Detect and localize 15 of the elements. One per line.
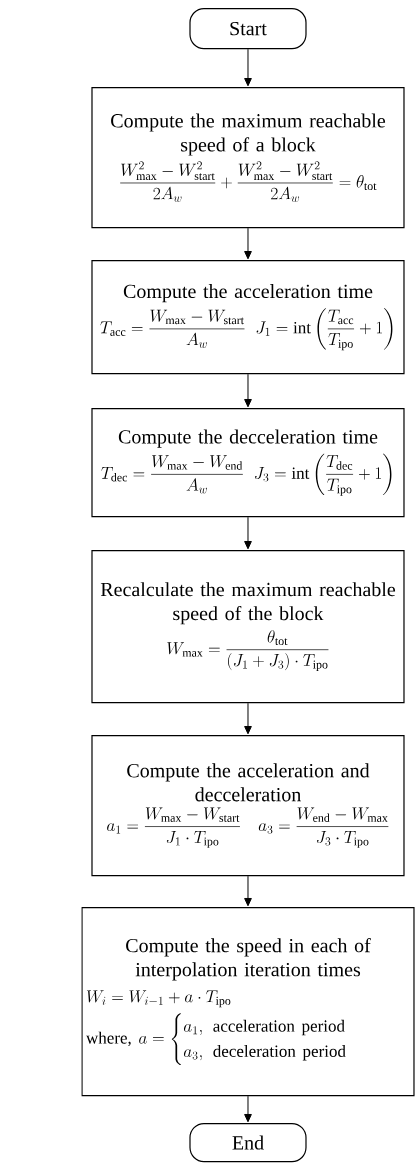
arrow — [244, 516, 252, 550]
process-box: Compute the acceleration and decceleration $a_{1}=\frac{W_{\mathrm{max}}-W_{\mathrm{start}}}{J_{1}\cdot T_{\mathrm{ipo}}}\quad a_{3}=\frac{W_{\mathrm{end}}-W_{\mathrm{max}}}{J_{3}\cdot T_{\mathrm{ipo}}}$ — [91, 735, 405, 877]
process-box: Compute the decceleration time $T_{\mathrm{dec}}=\frac{W_{\mathrm{max}}-W_{\mathrm{end}}}{A_{w}}\;\; J_{3}=\mathrm{int}\left(\frac{T_{\mathrm{dec}}}{T_{\mathrm{ipo}}}+1\right)$ — [91, 408, 405, 518]
arrow — [244, 48, 252, 87]
arrow — [244, 1095, 252, 1123]
process-box: Compute the acceleration time $T_{\mathrm{acc}}=\frac{W_{\mathrm{max}}-W_{\mathrm{start}}}{A_{w}}\;\; J_{1}=\mathrm{int}\left(\frac{T_{\mathrm{acc}}}{T_{\mathrm{ipo}}}+1\right)$ — [91, 260, 405, 375]
arrow — [244, 227, 252, 260]
terminal-box: Start — [189, 8, 307, 50]
terminal-box: End — [189, 1123, 307, 1163]
process-box: Compute the maximum reachable speed of a block $\frac{W_{\mathrm{max}}^{2}-W_{\mathrm{start}}^{2}}{2A_{w}}+\frac{W_{\mathrm{max}}^{2}-W_{\mathrm{start}}^{2}}{2A_{w}}=\theta_{\mathrm{tot}}$ — [91, 87, 405, 229]
process-box: Recalculate the maximum reachable speed of the block $W_{\mathrm{max}}=\frac{\theta_{\mathrm{tot}}}{(J_{1}+J_{3})\cdot T_{\mathrm{ipo}}}$ — [91, 550, 405, 704]
arrow — [244, 702, 252, 735]
arrow — [244, 373, 252, 408]
arrow — [244, 875, 252, 907]
process-box: Compute the speed in each of interpolation iteration times $W_{i}=W_{i-1}+a\cdot T_{\mathrm{ipo}}$ $\text{where, } a=\begin{cases}a_{1},\ \text{acceleration period}\\ a_{3},\ \text{deceleration period}\end{cases}$ — [81, 907, 415, 1097]
